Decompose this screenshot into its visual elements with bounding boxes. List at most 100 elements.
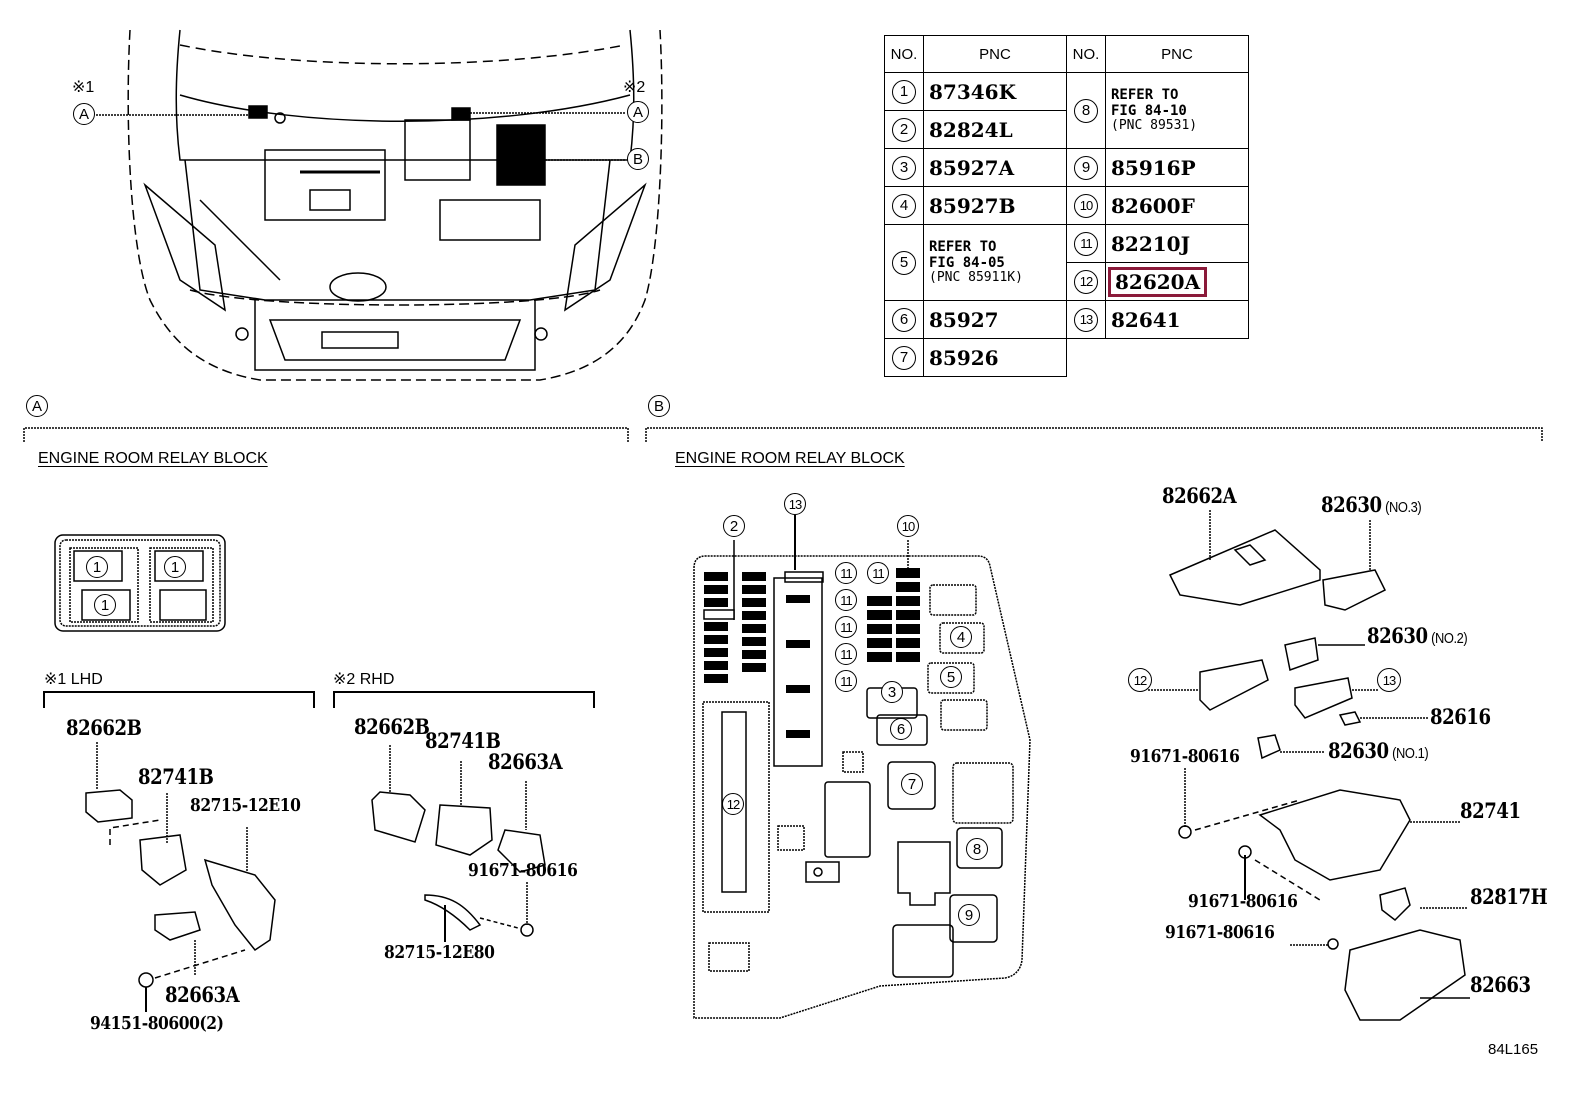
block-callout-12[interactable]: 12 (722, 793, 744, 815)
header-no-2: NO. (1066, 35, 1106, 73)
ref-line: REFER TO (929, 238, 997, 255)
callout-number: 5 (892, 250, 916, 275)
rhd-parts-illustration (371, 745, 546, 942)
block-callout-11[interactable]: 11 (835, 643, 857, 665)
part-91671-80616-rhd[interactable]: 91671-80616 (468, 860, 578, 881)
block-callout-11[interactable]: 11 (835, 616, 857, 638)
highlighted-pnc[interactable]: 82620A (1107, 266, 1208, 297)
part-82817h[interactable]: 82817H (1470, 884, 1548, 909)
block-callout-5[interactable]: 5 (940, 666, 962, 688)
ref-line: FIG 84-05 (929, 255, 1005, 272)
exploded-callout-13[interactable]: 13 (1377, 668, 1401, 692)
part-82715-12e10[interactable]: 82715-12E10 (190, 795, 301, 816)
block-callout-2[interactable]: 2 (723, 515, 745, 537)
section-a-title: ENGINE ROOM RELAY BLOCK (38, 450, 268, 467)
block-callout-13[interactable]: 13 (784, 493, 806, 515)
part-82663[interactable]: 82663 (1470, 972, 1531, 997)
part-82662b-rhd[interactable]: 82662B (354, 714, 430, 739)
table-row: 4 85927B 10 82600F (884, 186, 1249, 225)
part-qualifier: (NO.3) (1385, 499, 1422, 516)
callout-number: 9 (1074, 155, 1098, 180)
ref-line: FIG 84-10 (1111, 103, 1187, 120)
table-row: 6 85927 13 82641 (884, 300, 1249, 339)
pnc-value[interactable]: 87346K (923, 72, 1067, 111)
pnc-value[interactable]: 82641 (1105, 300, 1249, 339)
block-callout-7[interactable]: 7 (901, 773, 923, 795)
part-91671-80616-b[interactable]: 91671-80616 (1188, 891, 1298, 912)
callout-a-left[interactable]: A (73, 103, 95, 125)
block-callout-11[interactable]: 11 (867, 562, 889, 584)
pnc-value[interactable]: 85927B (923, 186, 1067, 225)
part-91671-80616-c[interactable]: 91671-80616 (1165, 922, 1275, 943)
relay-block-a-rhd-marker (451, 107, 471, 121)
car-front-illustration (127, 29, 663, 381)
table-row: 2 82824L (884, 110, 1249, 149)
callout-b[interactable]: B (627, 148, 649, 170)
block-callout-6[interactable]: 6 (890, 718, 912, 740)
ref-line: REFER TO (1111, 86, 1179, 103)
pnc-value[interactable]: 85927A (923, 148, 1067, 187)
part-82630-no1[interactable]: 82630(NO.1) (1328, 740, 1429, 762)
relay-callout-1[interactable]: 1 (86, 556, 108, 578)
block-callout-11[interactable]: 11 (835, 670, 857, 692)
part-91671-80616-a[interactable]: 91671-80616 (1130, 746, 1240, 767)
part-82630-no2[interactable]: 82630(NO.2) (1367, 623, 1468, 648)
pnc-reference[interactable]: REFER TO FIG 84-05 (PNC 85911K) (923, 224, 1067, 301)
header-no: NO. (884, 35, 924, 73)
note-2-marker: ※2 (623, 79, 646, 96)
block-callout-9[interactable]: 9 (958, 904, 980, 926)
exploded-parts-illustration (1148, 510, 1470, 1021)
exploded-callout-12[interactable]: 12 (1128, 668, 1152, 692)
note-1-marker: ※1 (72, 79, 95, 96)
part-82662b-lhd[interactable]: 82662B (66, 715, 142, 740)
part-82741[interactable]: 82741 (1460, 798, 1521, 823)
callout-a-right[interactable]: A (627, 101, 649, 123)
header-pnc-2: PNC (1105, 35, 1249, 73)
block-callout-11[interactable]: 11 (835, 589, 857, 611)
callout-number: 11 (1074, 231, 1098, 256)
pnc-value[interactable]: 85926 (923, 338, 1067, 377)
section-a-marker: A (26, 395, 48, 417)
relay-block-a-lhd-marker (248, 105, 268, 119)
pnc-reference[interactable]: REFER TO FIG 84-10 (PNC 89531) (1105, 72, 1249, 149)
callout-number: 7 (892, 345, 916, 370)
callout-number: 8 (1074, 98, 1098, 123)
pnc-value-highlighted[interactable]: 82620A (1105, 262, 1249, 301)
header-pnc: PNC (923, 35, 1067, 73)
part-82630-no3[interactable]: 82630(NO.3) (1321, 492, 1422, 517)
pnc-value[interactable]: 82600F (1105, 186, 1249, 225)
callout-number: 6 (892, 307, 916, 332)
table-row: 1 87346K 8 REFER TO FIG 84-10 (PNC 89531… (884, 72, 1249, 149)
ref-line: (PNC 89531) (1111, 118, 1198, 134)
part-82663a-lhd[interactable]: 82663A (165, 982, 240, 1007)
part-82715-12e80[interactable]: 82715-12E80 (384, 942, 495, 963)
part-number: 82630 (1321, 492, 1382, 517)
part-qualifier: (NO.1) (1392, 745, 1429, 762)
lhd-label: ※1 LHD (44, 671, 103, 688)
part-82663a-rhd[interactable]: 82663A (488, 749, 563, 774)
pnc-value[interactable]: 82210J (1105, 224, 1249, 263)
callout-number: 1 (892, 79, 916, 104)
block-callout-10[interactable]: 10 (897, 515, 919, 537)
part-82741b-lhd[interactable]: 82741B (138, 764, 214, 789)
pnc-value[interactable]: 85927 (923, 300, 1067, 339)
relay-callout-1[interactable]: 1 (94, 594, 116, 616)
block-callout-8[interactable]: 8 (966, 838, 988, 860)
rhd-label: ※2 RHD (333, 671, 395, 688)
part-82741b-rhd[interactable]: 82741B (425, 728, 501, 753)
part-82662a[interactable]: 82662A (1162, 483, 1237, 508)
callout-number: 4 (892, 193, 916, 218)
table-header-row: NO. PNC NO. PNC (884, 35, 1249, 73)
block-callout-3[interactable]: 3 (881, 681, 903, 703)
block-callout-4[interactable]: 4 (950, 626, 972, 648)
relay-block-b-marker (496, 124, 546, 186)
pnc-value[interactable]: 85916P (1105, 148, 1249, 187)
block-callout-11[interactable]: 11 (835, 562, 857, 584)
table-row: 3 85927A 9 85916P (884, 148, 1249, 187)
part-82616[interactable]: 82616 (1430, 704, 1491, 729)
part-number: 82630 (1367, 623, 1428, 648)
pnc-value[interactable]: 82824L (923, 110, 1067, 149)
relay-callout-1[interactable]: 1 (164, 556, 186, 578)
part-94151-80600[interactable]: 94151-80600(2) (90, 1013, 224, 1034)
